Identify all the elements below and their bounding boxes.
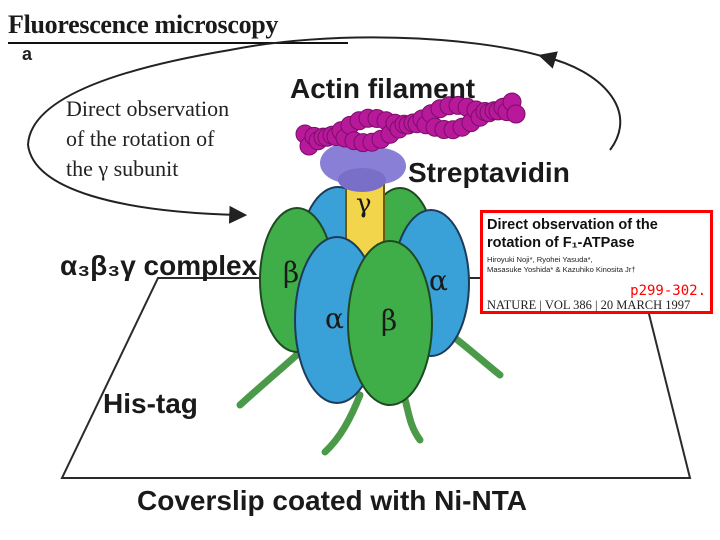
his-tag-label: His-tag <box>103 388 198 419</box>
streptavidin-blob <box>338 168 386 192</box>
inset-authors-line: Masasuke Yoshida* & Kazuhiko Kinosita Jr… <box>487 265 636 274</box>
title-underline <box>8 42 348 44</box>
complex-label: α₃β₃γ complex <box>60 250 258 281</box>
inset-journal: NATURE | VOL 386 | 20 MARCH 1997 <box>487 298 691 312</box>
actin-filament <box>295 92 526 156</box>
beta-letter-front: β <box>381 304 397 337</box>
his-tag-tail <box>321 391 364 456</box>
panel-letter: a <box>22 44 33 64</box>
alpha-letter-front: α <box>325 302 344 335</box>
actin-bead <box>506 104 526 124</box>
inset-title: Direct observation of the rotation of F₁… <box>487 216 711 252</box>
description-line: Direct observation <box>66 96 230 121</box>
actin-filament-label: Actin filament <box>290 73 475 104</box>
inset-authors-line: Hiroyuki Noji*, Ryohei Yasuda*, <box>487 255 593 264</box>
description-line: the γ subunit <box>66 156 179 181</box>
coverslip-label: Coverslip coated with Ni-NTA <box>137 485 527 516</box>
paper-citation-inset: Direct observation of the rotation of F₁… <box>480 210 713 314</box>
alpha-letter-right: α <box>429 264 448 297</box>
inset-authors: Hiroyuki Noji*, Ryohei Yasuda*, Masasuke… <box>487 255 711 275</box>
description: Direct observation of the rotation of th… <box>66 94 306 184</box>
slide-title: Fluorescence microscopy <box>8 10 279 39</box>
streptavidin-label: Streptavidin <box>408 157 570 188</box>
rotation-arc-right <box>544 56 622 151</box>
inset-pages: p299-302. <box>630 283 706 299</box>
rotation-arc-back <box>27 36 558 146</box>
description-line: of the rotation of <box>66 126 215 151</box>
beta-subunit-front <box>347 240 433 406</box>
rotation-arc-front <box>27 144 248 224</box>
inset-title-line: Direct observation of the <box>487 217 658 233</box>
beta-letter-left: β <box>283 256 299 289</box>
his-tag-tail <box>236 348 304 409</box>
gamma-letter: γ <box>356 189 372 219</box>
inset-title-line: rotation of F₁-ATPase <box>487 235 635 251</box>
